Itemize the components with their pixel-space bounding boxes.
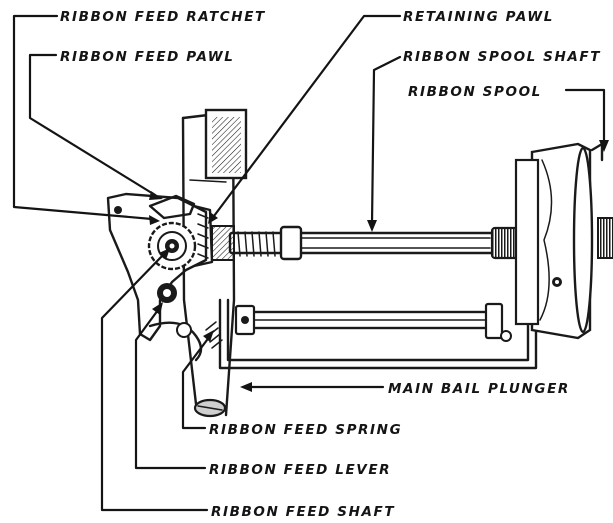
leader-ribbon-feed-pawl (28, 53, 157, 197)
leader-ribbon-spool (564, 88, 606, 146)
label-ribbon-feed-shaft: RIBBON FEED SHAFT (211, 504, 395, 520)
label-ribbon-feed-spring: RIBBON FEED SPRING (209, 422, 402, 438)
mechanism-illustration (106, 108, 613, 418)
leader-lines (12, 14, 609, 512)
ribbon-spool-shaft (228, 225, 524, 261)
label-retaining-pawl: RETAINING PAWL (403, 9, 554, 25)
retaining-pawl (192, 204, 235, 268)
main-bail-plunger-rod (218, 172, 558, 370)
label-ribbon-spool: RIBBON SPOOL (408, 84, 542, 100)
ribbon-feed-pawl (148, 194, 196, 220)
callout-labels: RIBBON FEED RATCHET RIBBON FEED PAWL RET… (60, 9, 601, 520)
ribbon-spool (514, 142, 613, 340)
ribbon-feed-lever-plate (106, 192, 208, 362)
leader-ribbon-feed-shaft (100, 252, 209, 512)
leader-ribbon-feed-lever (134, 308, 207, 470)
leader-ribbon-feed-ratchet (12, 14, 154, 221)
leader-ribbon-feed-spring (181, 334, 212, 430)
label-main-bail-plunger: MAIN BAIL PLUNGER (388, 381, 570, 397)
label-ribbon-spool-shaft: RIBBON SPOOL SHAFT (403, 49, 601, 65)
label-ribbon-feed-pawl: RIBBON FEED PAWL (60, 49, 235, 65)
label-ribbon-feed-ratchet: RIBBON FEED RATCHET (60, 9, 266, 25)
vertical-support-post (181, 108, 248, 418)
leader-retaining-pawl (212, 14, 402, 218)
label-ribbon-feed-lever: RIBBON FEED LEVER (209, 462, 391, 478)
leader-ribbon-spool-shaft (370, 55, 402, 226)
